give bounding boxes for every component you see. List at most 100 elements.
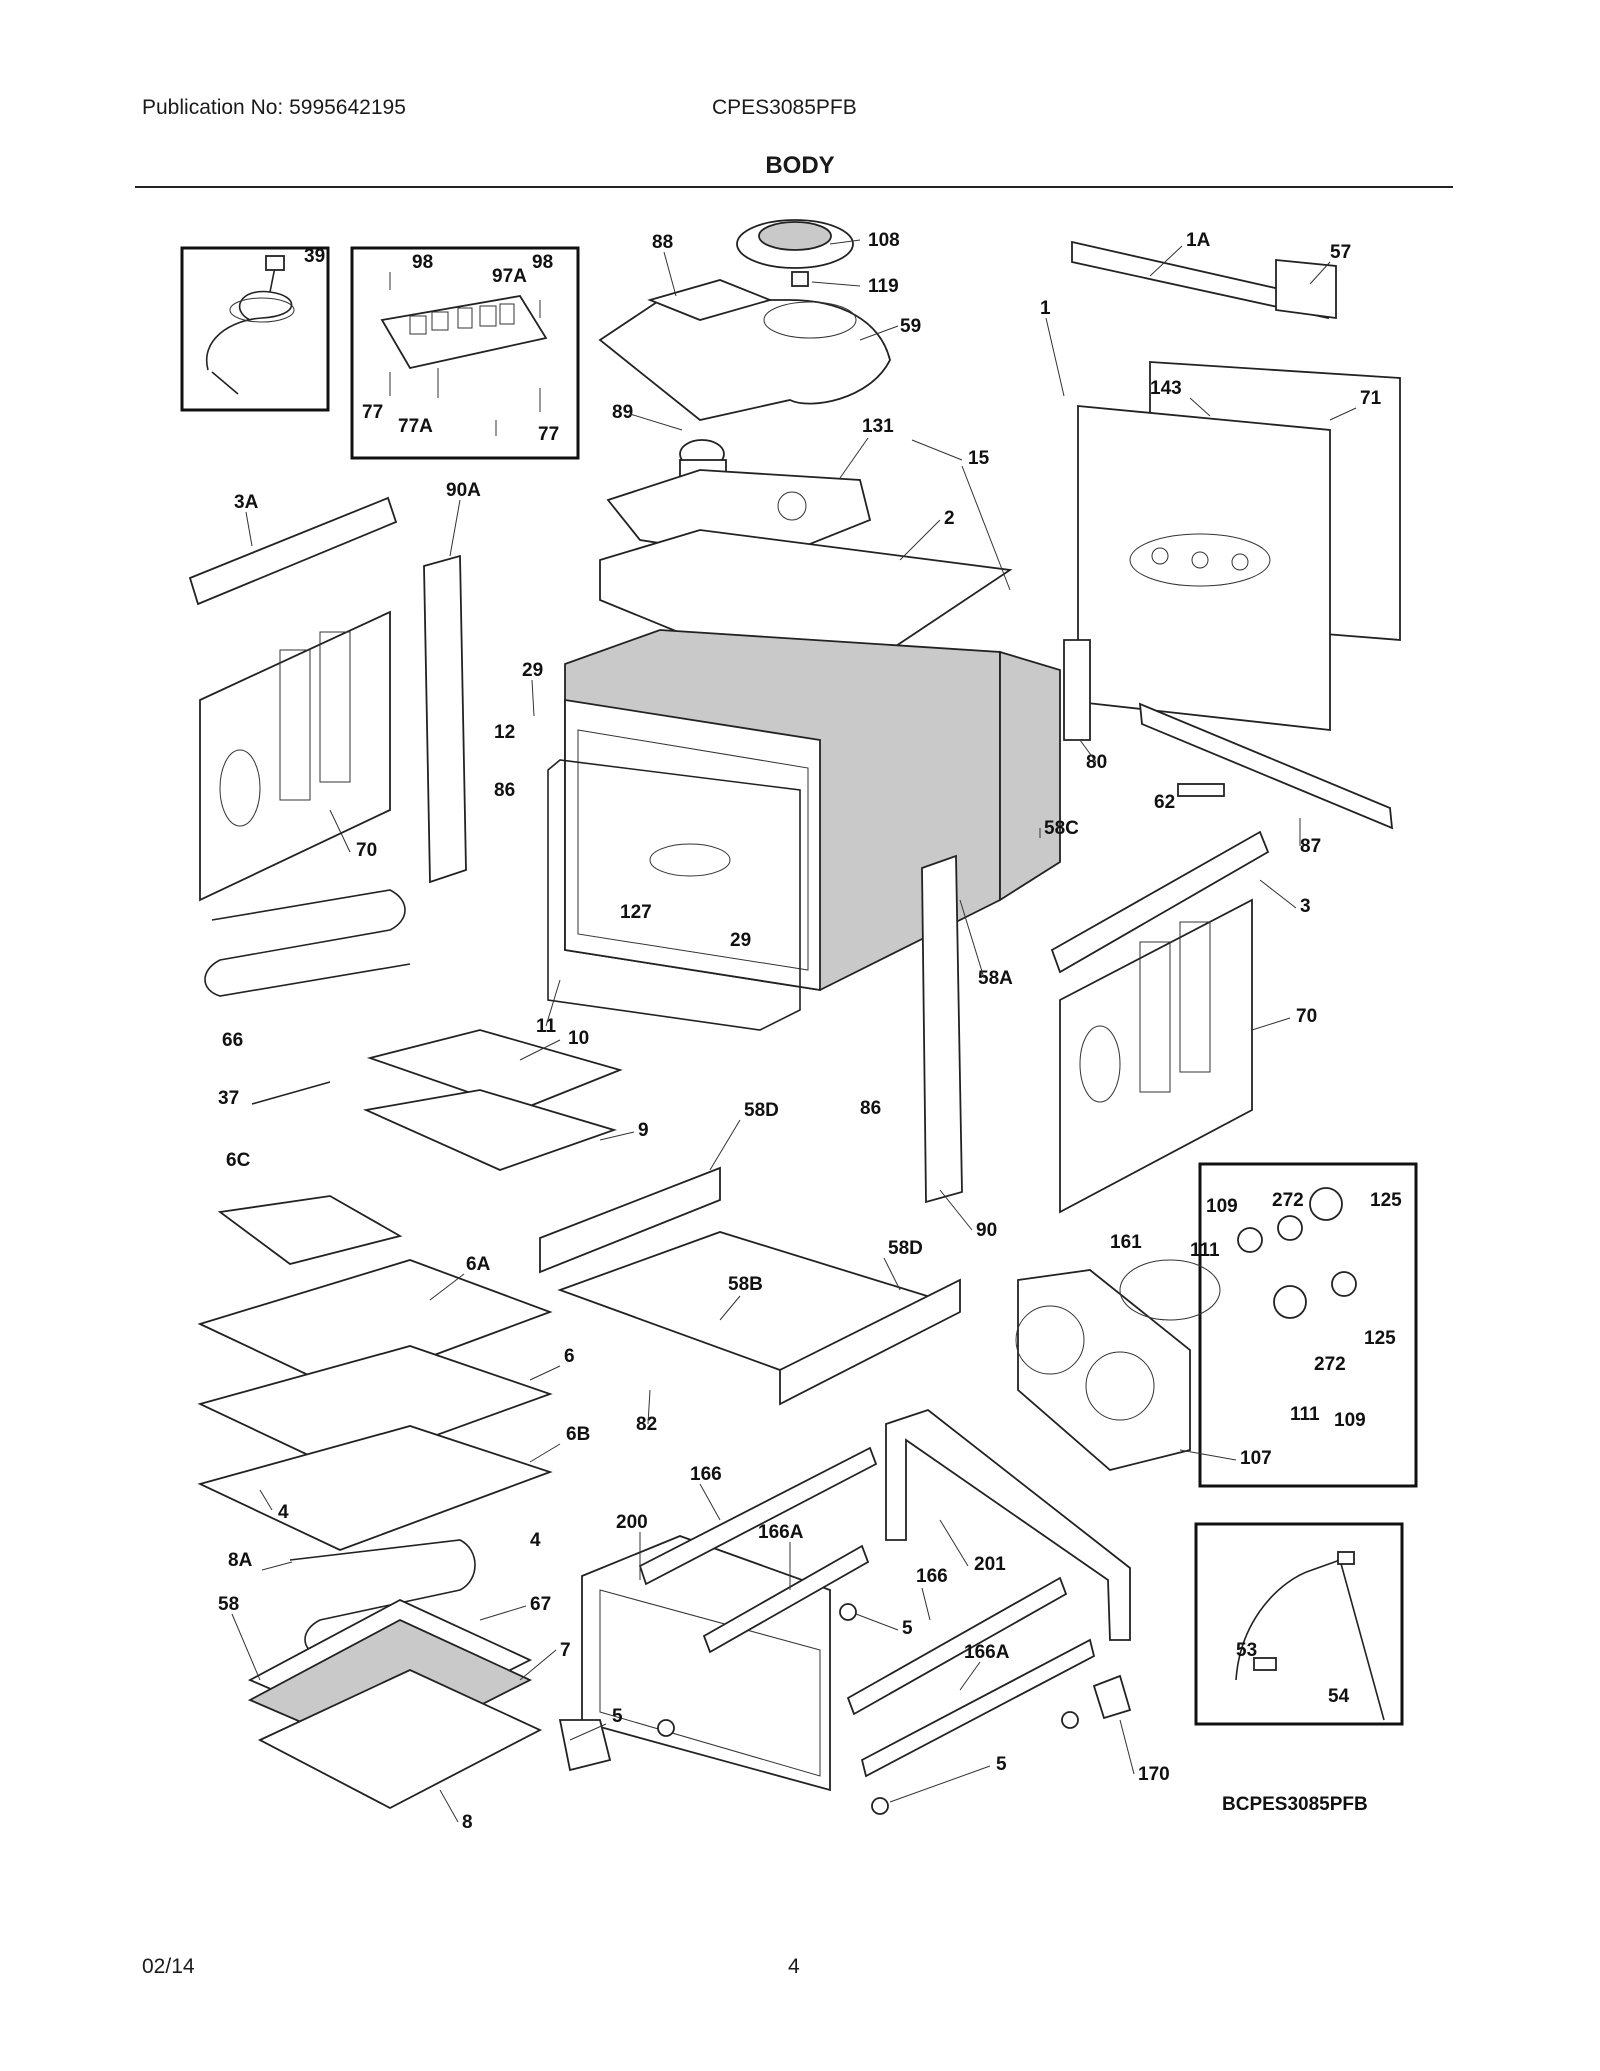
power-cord-part [205,255,295,395]
page-number: 4 [788,1955,800,1978]
rear-panel-assembly [1071,240,1401,732]
callout-143: 143 [1150,378,1182,399]
right-side-trim-part [921,854,963,1204]
callout-82: 82 [636,1414,657,1435]
bottom-trim-assembly [539,1166,961,1406]
drawer-frame-assembly [558,1408,1132,1815]
callout-77: 77 [362,402,383,423]
callout-77: 77 [538,424,559,445]
inset-box-sensor [1194,1522,1404,1726]
callout-125: 125 [1370,1190,1402,1211]
callout-272: 272 [1314,1354,1346,1375]
callout-80: 80 [1086,752,1107,773]
callout-11: 11 [536,1016,557,1037]
callout-1A: 1A [1186,230,1211,251]
callout-88: 88 [652,232,673,253]
mounting-bracket [1063,639,1091,741]
callout-89: 89 [612,402,633,423]
callout-37: 37 [218,1088,239,1109]
callout-15: 15 [968,448,990,469]
callout-87: 87 [1300,836,1321,857]
bottom-element-and-panels [247,1539,543,1810]
callout-70: 70 [1296,1006,1317,1027]
callout-97A: 97A [492,266,527,287]
callout-166: 166 [690,1464,722,1485]
inset-box-convection-fan [1198,1162,1418,1488]
callout-98: 98 [412,252,433,273]
diagram-id: BCPES3085PFB [1222,1794,1368,1815]
callout-111: 111 [1290,1404,1320,1425]
callout-108: 108 [868,230,900,251]
callout-7: 7 [560,1640,571,1661]
callout-29: 29 [522,660,543,681]
left-top-rail [188,496,398,606]
inset-box-control-board [350,246,580,460]
callout-109: 109 [1334,1410,1366,1431]
callout-107: 107 [1240,1448,1272,1469]
callout-8: 8 [462,1812,473,1833]
callout-10: 10 [568,1028,589,1049]
right-top-rail [1050,830,1270,974]
callout-58C: 58C [1044,818,1079,839]
temperature-sensor-part [1235,1551,1385,1721]
callout-53: 53 [1236,1640,1257,1661]
callout-70: 70 [356,840,377,861]
callout-90A: 90A [446,480,481,501]
callout-98: 98 [532,252,553,273]
right-side-panel [1059,898,1253,1214]
callout-59: 59 [900,316,921,337]
callout-12: 12 [494,722,515,743]
callout-111: 111 [1190,1240,1220,1261]
probe-jack-part [251,1081,331,1105]
publication-number: Publication No: 5995642195 [142,96,406,119]
callout-6B: 6B [566,1424,590,1445]
callout-8A: 8A [228,1550,253,1571]
callout-4: 4 [530,1530,541,1551]
callout-6: 6 [564,1346,575,1367]
leader-lines [231,239,1357,1823]
inset-box-power-cord [180,246,330,412]
oven-cavity-liner [564,629,1061,992]
callout-5: 5 [612,1706,623,1727]
callout-5: 5 [902,1618,913,1639]
left-side-trim-part [423,554,467,884]
callout-5: 5 [996,1754,1007,1775]
callout-39: 39 [304,246,325,267]
callout-109: 109 [1206,1196,1238,1217]
convection-fan-assembly [1015,1187,1357,1471]
callout-58D: 58D [744,1100,779,1121]
callout-200: 200 [616,1512,648,1533]
callout-62: 62 [1154,792,1175,813]
header-rule [135,186,1453,188]
oven-racks [197,1195,553,1551]
callout-272: 272 [1272,1190,1304,1211]
bottom-rear-bar [1138,702,1394,830]
callout-2: 2 [944,508,955,529]
footer-date: 02/14 [142,1955,195,1978]
callout-58: 58 [218,1594,239,1615]
callout-125: 125 [1364,1328,1396,1349]
callout-77A: 77A [398,416,433,437]
callout-86: 86 [494,780,515,801]
callout-71: 71 [1360,388,1382,409]
callout-166: 166 [916,1566,948,1587]
terminal-block [1177,783,1225,797]
model-number: CPES3085PFB [712,96,857,119]
callout-119: 119 [868,276,899,297]
broiler-pan-part [362,1029,623,1171]
callout-3: 3 [1300,896,1311,917]
oven-front-frame [547,759,801,1031]
callout-58B: 58B [728,1274,763,1295]
callout-6C: 6C [226,1150,251,1171]
callout-166A: 166A [758,1522,804,1543]
callout-90: 90 [976,1220,997,1241]
section-title: BODY [765,152,835,179]
cooling-fan-assembly [598,219,891,421]
callout-201: 201 [974,1554,1006,1575]
callout-127: 127 [620,902,652,923]
callout-3A: 3A [234,492,259,513]
bake-element-part [204,889,411,997]
callout-170: 170 [1138,1764,1170,1785]
callout-1: 1 [1040,298,1051,319]
